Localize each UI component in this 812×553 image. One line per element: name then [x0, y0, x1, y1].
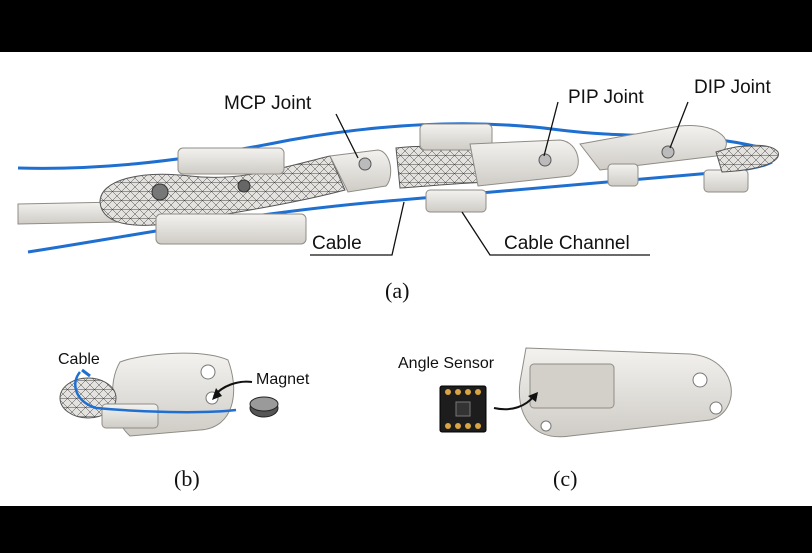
label-mcp-joint: MCP Joint — [224, 93, 312, 114]
label-dip-joint: DIP Joint — [694, 77, 771, 98]
dip-joint-pin — [661, 145, 675, 159]
proximal-channel-bottom — [155, 213, 307, 245]
joint-b-hole — [200, 364, 216, 380]
caption-a: (a) — [385, 278, 410, 303]
mcp-joint-bracket — [329, 149, 392, 193]
joint-b-cable — [74, 371, 237, 414]
pip-joint-pin — [538, 153, 552, 167]
sensor-joint-assembly — [439, 347, 732, 438]
label-cable-b: Cable — [58, 351, 100, 368]
magnet-joint-assembly — [59, 352, 279, 437]
joint-c-pin-top — [692, 372, 708, 388]
caption-c: (c) — [553, 466, 578, 491]
figure-panel: MCP Joint PIP Joint DIP Joint Cable Cabl… — [0, 52, 812, 506]
dip-leader — [669, 101, 689, 149]
mcp-joint-pin — [358, 157, 372, 171]
cable-channel-leader — [461, 211, 650, 256]
mcp-leader — [335, 113, 359, 159]
label-pip-joint: PIP Joint — [568, 87, 644, 108]
pip-joint-body — [469, 139, 579, 187]
label-magnet: Magnet — [256, 371, 310, 388]
tip-channel — [703, 169, 749, 193]
label-cable: Cable — [312, 233, 362, 254]
fingertip-mesh — [715, 144, 779, 173]
cable-leader — [310, 201, 405, 256]
middle-channel-bottom — [425, 189, 487, 213]
label-angle-sensor: Angle Sensor — [398, 355, 495, 372]
bottom-black-bar — [0, 506, 812, 553]
proximal-channel-top — [177, 147, 285, 175]
pip-leader — [543, 101, 559, 157]
joint-c-pin-bottom — [709, 401, 723, 415]
top-black-bar — [0, 0, 812, 52]
finger-diagram — [17, 101, 779, 438]
joint-c-slot — [529, 363, 615, 409]
finger-assembly — [17, 101, 779, 256]
label-cable-channel: Cable Channel — [504, 233, 630, 254]
caption-b: (b) — [174, 466, 200, 491]
distal-body — [579, 125, 727, 171]
distal-channel — [607, 163, 639, 187]
joint-b-channel — [101, 403, 159, 429]
proximal-hole — [151, 183, 169, 201]
